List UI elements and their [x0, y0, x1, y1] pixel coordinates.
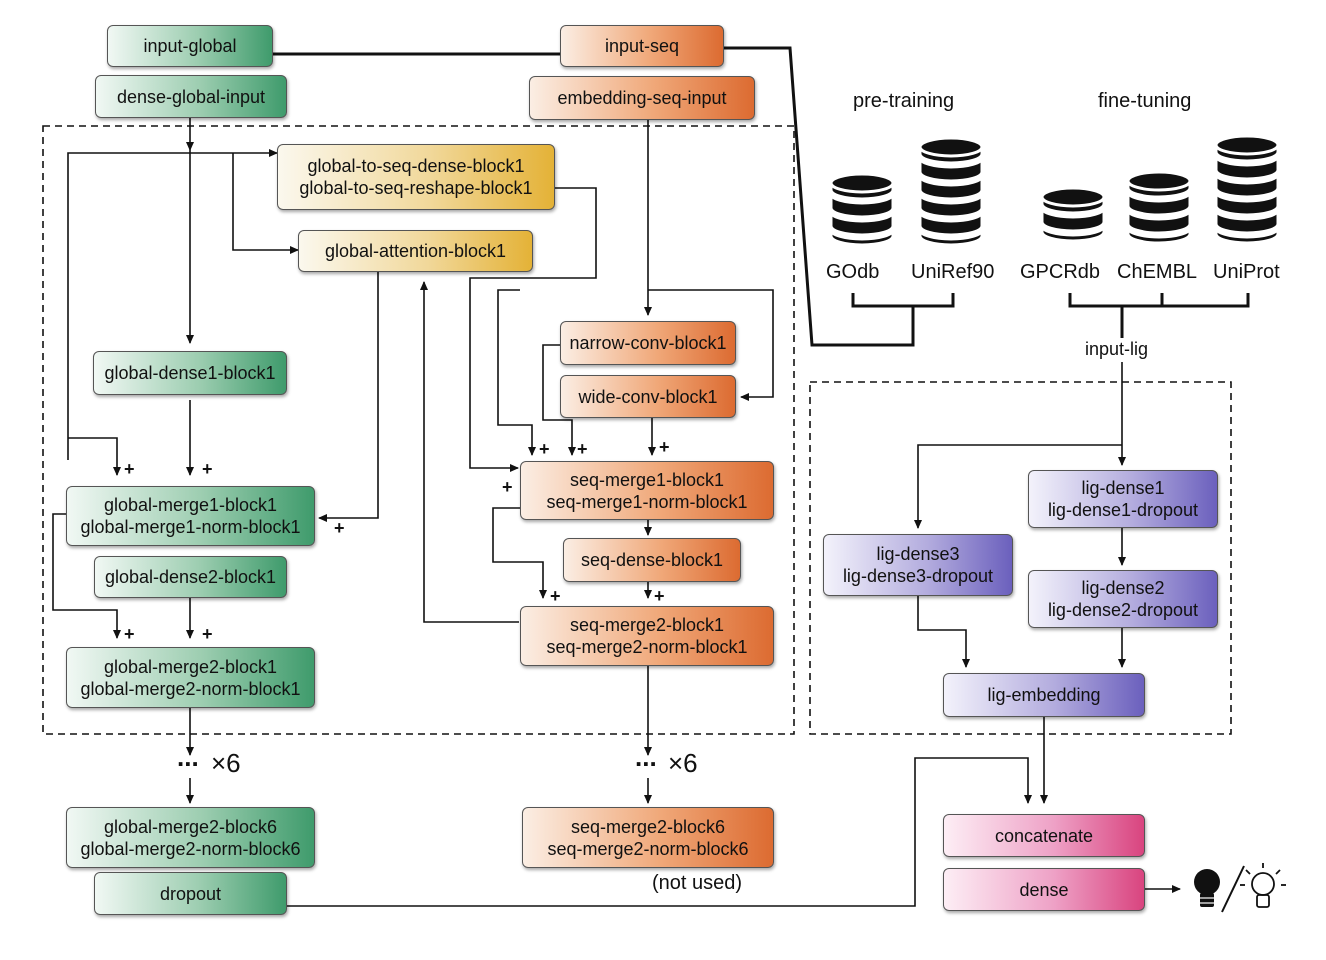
node-global-attention: global-attention-block1 [298, 230, 533, 272]
node-label: input-seq [604, 36, 680, 56]
pre-training-heading: pre-training [853, 90, 955, 112]
node-narrow-conv: narrow-conv-block1 [560, 321, 736, 365]
repeat-dots-global: ... [177, 742, 199, 772]
node-input-global: input-global [107, 25, 273, 67]
block-region-ligand [809, 381, 1232, 735]
node-label-2: global-merge2-norm-block1 [80, 678, 301, 699]
node-dense-global-input: dense-global-input [95, 75, 287, 118]
plus-sign: + [550, 586, 561, 606]
node-global-dense2: global-dense2-block1 [94, 556, 287, 598]
node-label: seq-merge2-block1 [569, 615, 725, 635]
node-label-2: lig-dense1-dropout [1047, 500, 1199, 520]
node-dense: dense [943, 868, 1145, 911]
node-label: global-dense2-block1 [104, 567, 277, 587]
plus-sign: + [654, 586, 665, 606]
node-label-2: global-merge2-norm-block6 [80, 838, 301, 859]
node-label: global-attention-block1 [324, 241, 507, 261]
fine-tuning-heading: fine-tuning [1098, 90, 1192, 112]
plus-sign: + [124, 459, 135, 479]
node-dropout: dropout [94, 872, 287, 915]
database-icon [829, 172, 895, 247]
node-label: seq-dense-block1 [580, 550, 724, 570]
lightbulb-off-icon [1194, 869, 1220, 907]
node-label: lig-dense2 [1081, 578, 1165, 598]
node-label: concatenate [994, 825, 1094, 846]
plus-sign: + [577, 439, 588, 459]
node-label: global-merge2-block6 [103, 816, 278, 837]
node-label: global-merge2-block1 [103, 656, 278, 677]
node-label-2: lig-dense3-dropout [842, 566, 994, 586]
node-label-2: global-merge1-norm-block1 [80, 517, 301, 537]
db-label-uniref90: UniRef90 [911, 261, 995, 283]
node-embedding-seq-input: embedding-seq-input [529, 76, 755, 120]
not-used-note: (not used) [652, 872, 743, 894]
db-label-gpcrdb: GPCRdb [1020, 261, 1101, 283]
plus-sign: + [502, 477, 513, 497]
node-global-dense1: global-dense1-block1 [93, 351, 287, 395]
input-seq-line [724, 46, 915, 347]
node-label-2: seq-merge2-norm-block6 [547, 838, 749, 859]
lightbulb-on-icon [1240, 863, 1286, 908]
db-label-godb: GOdb [826, 261, 880, 283]
dropout-to-concat-line [287, 757, 1032, 907]
node-label: wide-conv-block1 [578, 386, 718, 407]
node-label: dropout [159, 883, 222, 904]
node-label: input-global [143, 36, 237, 56]
plus-sign: + [202, 624, 213, 644]
repeat-dots-seq: ... [635, 742, 657, 772]
node-label: seq-merge1-block1 [569, 469, 725, 490]
node-label: lig-dense1 [1081, 478, 1165, 498]
plus-sign: + [202, 459, 213, 479]
node-label-2: lig-dense2-dropout [1047, 600, 1199, 620]
plus-sign: + [334, 518, 345, 538]
block-region-protein [42, 125, 795, 735]
node-input-seq: input-seq [560, 25, 724, 67]
node-label: dense-global-input [116, 86, 266, 107]
input-lig-label: input-lig [1085, 339, 1149, 360]
database-icon [918, 136, 984, 247]
node-label: dense [1019, 879, 1069, 900]
node-label: lig-dense3 [876, 544, 960, 564]
db-label-chembl: ChEMBL [1117, 261, 1198, 283]
database-icon [1040, 186, 1106, 243]
repeat-count-global: ×6 [211, 748, 241, 778]
node-wide-conv: wide-conv-block1 [560, 375, 736, 418]
node-label: embedding-seq-input [557, 88, 727, 108]
database-icon [1126, 170, 1192, 245]
node-label: global-dense1-block1 [104, 363, 276, 383]
node-concatenate: concatenate [943, 814, 1145, 857]
node-label-2: global-to-seq-reshape-block1 [299, 178, 533, 198]
node-label: lig-embedding [987, 685, 1101, 705]
node-label: global-merge1-block1 [103, 495, 278, 515]
node-label-2: seq-merge1-norm-block1 [546, 491, 748, 512]
slash-divider [1221, 865, 1245, 913]
node-label: narrow-conv-block1 [569, 333, 727, 353]
node-label: global-to-seq-dense-block1 [307, 156, 525, 176]
plus-sign: + [124, 624, 135, 644]
plus-sign: + [539, 439, 550, 459]
node-lig-embedding: lig-embedding [943, 673, 1145, 717]
node-label-2: seq-merge2-norm-block1 [546, 637, 748, 657]
finetune-bracket [1068, 293, 1250, 308]
node-seq-dense: seq-dense-block1 [563, 538, 741, 582]
pretrain-bracket [851, 293, 955, 308]
node-label: seq-merge2-block6 [570, 816, 726, 837]
database-icon [1214, 134, 1280, 245]
repeat-count-seq: ×6 [668, 748, 698, 778]
plus-sign: + [659, 437, 670, 457]
db-label-uniprot: UniProt [1213, 261, 1280, 283]
